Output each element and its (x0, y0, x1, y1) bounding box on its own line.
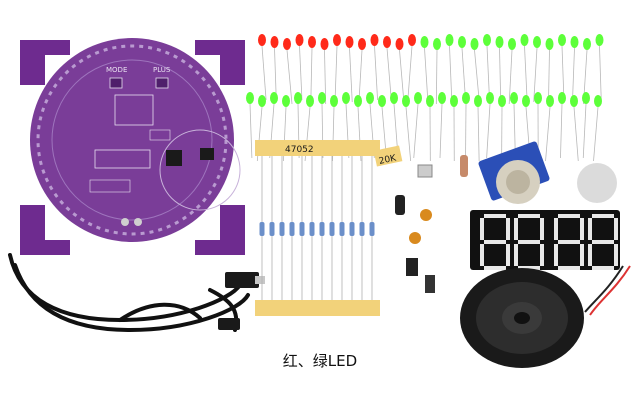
led-bulb (533, 36, 541, 48)
led-bulb (296, 34, 304, 46)
led-bulb (450, 95, 458, 107)
led-bulb (321, 38, 329, 50)
led-bulb (358, 38, 366, 50)
usb-plug (225, 272, 259, 288)
led-bulb (294, 92, 302, 104)
led-bulb (596, 34, 604, 46)
led-bulb (571, 36, 579, 48)
led-bulb (558, 92, 566, 104)
mini-usb-plug (218, 318, 240, 330)
led-bulb (378, 95, 386, 107)
tape-strip-top (255, 140, 380, 156)
led-bulb (446, 34, 454, 46)
led-bulb (308, 36, 316, 48)
transistor (406, 258, 418, 276)
led-bulb (408, 34, 416, 46)
led-bulb (282, 95, 290, 107)
led-bulb (521, 34, 529, 46)
led-bulb (508, 38, 516, 50)
led-bulb (433, 38, 441, 50)
led-bulb (594, 95, 602, 107)
led-bulb (383, 36, 391, 48)
led-bulb (510, 92, 518, 104)
resistor (320, 222, 325, 236)
led-bulb (534, 92, 542, 104)
led-bulb (421, 36, 429, 48)
capacitor (395, 195, 405, 215)
led-bulb (438, 92, 446, 104)
led-bulb (582, 92, 590, 104)
led-bulb (474, 95, 482, 107)
led-bulb (258, 34, 266, 46)
led-bulb (258, 95, 266, 107)
pcb-label-mode: MODE (106, 66, 127, 74)
resistor (280, 222, 285, 236)
led-bulb (462, 92, 470, 104)
ceramic-capacitor (420, 209, 432, 221)
usb-socket (418, 165, 432, 177)
led-bulb (306, 95, 314, 107)
led-bulb (283, 38, 291, 50)
resistor (290, 222, 295, 236)
led-bulb (458, 36, 466, 48)
led-bulb (546, 38, 554, 50)
led-bulb (346, 36, 354, 48)
resistor (260, 222, 265, 236)
resistor (350, 222, 355, 236)
led-bulb (390, 92, 398, 104)
led-bulb (426, 95, 434, 107)
led-bulb (402, 95, 410, 107)
led-bulb (546, 95, 554, 107)
led-bulb (330, 95, 338, 107)
led-bulb (414, 92, 422, 104)
resistor (310, 222, 315, 236)
led-bulb (271, 36, 279, 48)
caption: 红、绿LED (0, 350, 640, 378)
led-bulb (396, 38, 404, 50)
seven-segment-display (470, 210, 620, 270)
led-bulb (354, 95, 362, 107)
led-bulb (246, 92, 254, 104)
led-bulb (318, 92, 326, 104)
resistor (300, 222, 305, 236)
led-bulb (342, 92, 350, 104)
led-bulb (498, 95, 506, 107)
led-bulb (483, 34, 491, 46)
led-bulb (496, 36, 504, 48)
led-bulb (570, 95, 578, 107)
blur-patch (577, 163, 617, 203)
pcb-label-plus: PLUS (153, 66, 171, 74)
led-bulb (333, 34, 341, 46)
resistor (330, 222, 335, 236)
resistor (270, 222, 275, 236)
led-bulb (366, 92, 374, 104)
led-bulb (471, 38, 479, 50)
led-bulb (486, 92, 494, 104)
tape-strip-bottom (255, 300, 380, 316)
led-bulb (558, 34, 566, 46)
resistor-tag-1: 47052 (285, 145, 314, 155)
led-bulb (371, 34, 379, 46)
led-bulb (522, 95, 530, 107)
led-bulb (583, 38, 591, 50)
resistor (340, 222, 345, 236)
led-bulb (270, 92, 278, 104)
button-switch (425, 275, 435, 293)
resistor (360, 222, 365, 236)
resistor (370, 222, 375, 236)
photoresistor (460, 155, 468, 177)
